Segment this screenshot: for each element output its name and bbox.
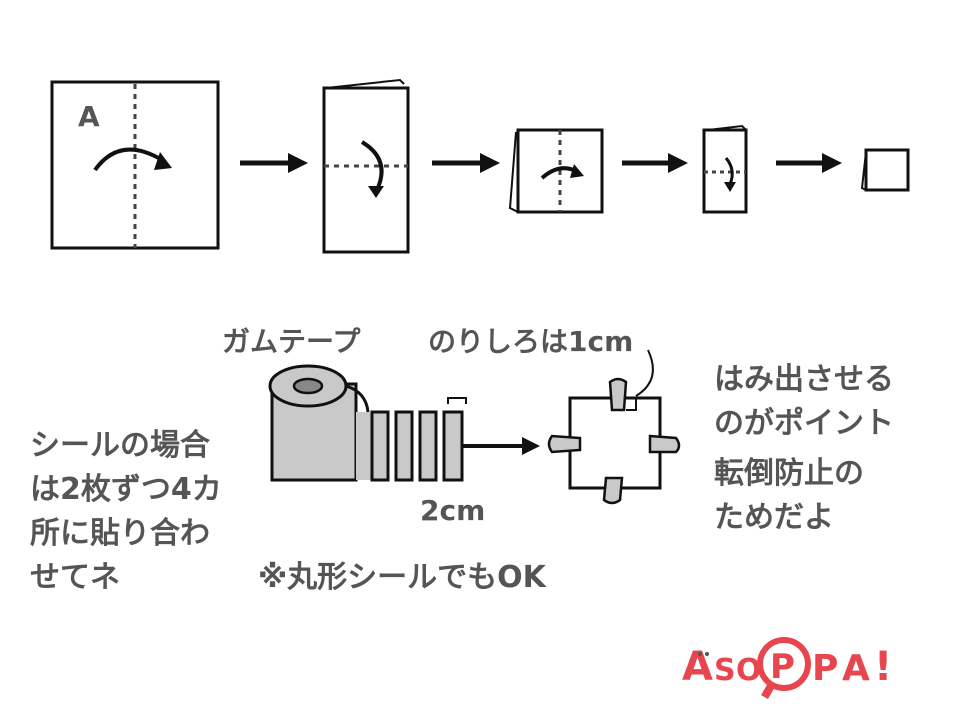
- purpose-note: 転倒防止の ためだよ: [714, 452, 864, 540]
- fold-step-3: [508, 128, 604, 214]
- svg-text:A: A: [682, 644, 713, 690]
- tip-line: はみ出させる: [714, 362, 894, 397]
- svg-text:A: A: [842, 648, 870, 689]
- arrow-right-icon: [462, 437, 540, 455]
- tip-line: のがポイント: [714, 406, 894, 441]
- svg-text:!: !: [874, 644, 892, 690]
- arrow-right-icon: [622, 153, 688, 173]
- seal-note-line: は2枚ずつ4カ: [30, 472, 222, 507]
- tape-roll: [268, 364, 372, 482]
- fold-arrow-icon: [724, 157, 734, 185]
- fold-step-4: [702, 124, 748, 214]
- purpose-line: ためだよ: [714, 500, 834, 535]
- arrow-right-icon: [240, 153, 308, 173]
- tip-note: はみ出させる のがポイント: [714, 358, 894, 446]
- round-seal-note: ※丸形シールでもOK: [258, 560, 546, 595]
- seal-note: シールの場合 は2枚ずつ4カ 所に貼り合わ せてネ: [30, 424, 222, 600]
- tape-width-label: 2cm: [420, 494, 486, 527]
- arrow-right-icon: [776, 153, 842, 173]
- fold-step-2: [322, 78, 410, 254]
- purpose-line: 転倒防止の: [714, 456, 864, 491]
- fold-step-1: [50, 80, 220, 250]
- tape-title: ガムテープ: [222, 325, 361, 358]
- fold-step-5: [860, 148, 910, 192]
- seal-note-line: 所に貼り合わ: [30, 516, 210, 551]
- asoppa-logo: A S O P P A !: [682, 637, 892, 700]
- margin-note: のりしろは1cm: [428, 325, 634, 358]
- tape-strips: [370, 397, 467, 482]
- seal-note-line: シールの場合: [30, 428, 210, 463]
- seal-note-line: せてネ: [30, 560, 120, 595]
- step-label-a: A: [78, 100, 100, 133]
- taped-square: [547, 349, 681, 505]
- svg-text:P: P: [770, 647, 795, 687]
- svg-text:O: O: [736, 653, 762, 688]
- arrow-right-icon: [432, 153, 500, 173]
- fold-arrow-icon: [93, 147, 164, 172]
- svg-text:S: S: [714, 653, 736, 688]
- svg-text:P: P: [812, 648, 838, 689]
